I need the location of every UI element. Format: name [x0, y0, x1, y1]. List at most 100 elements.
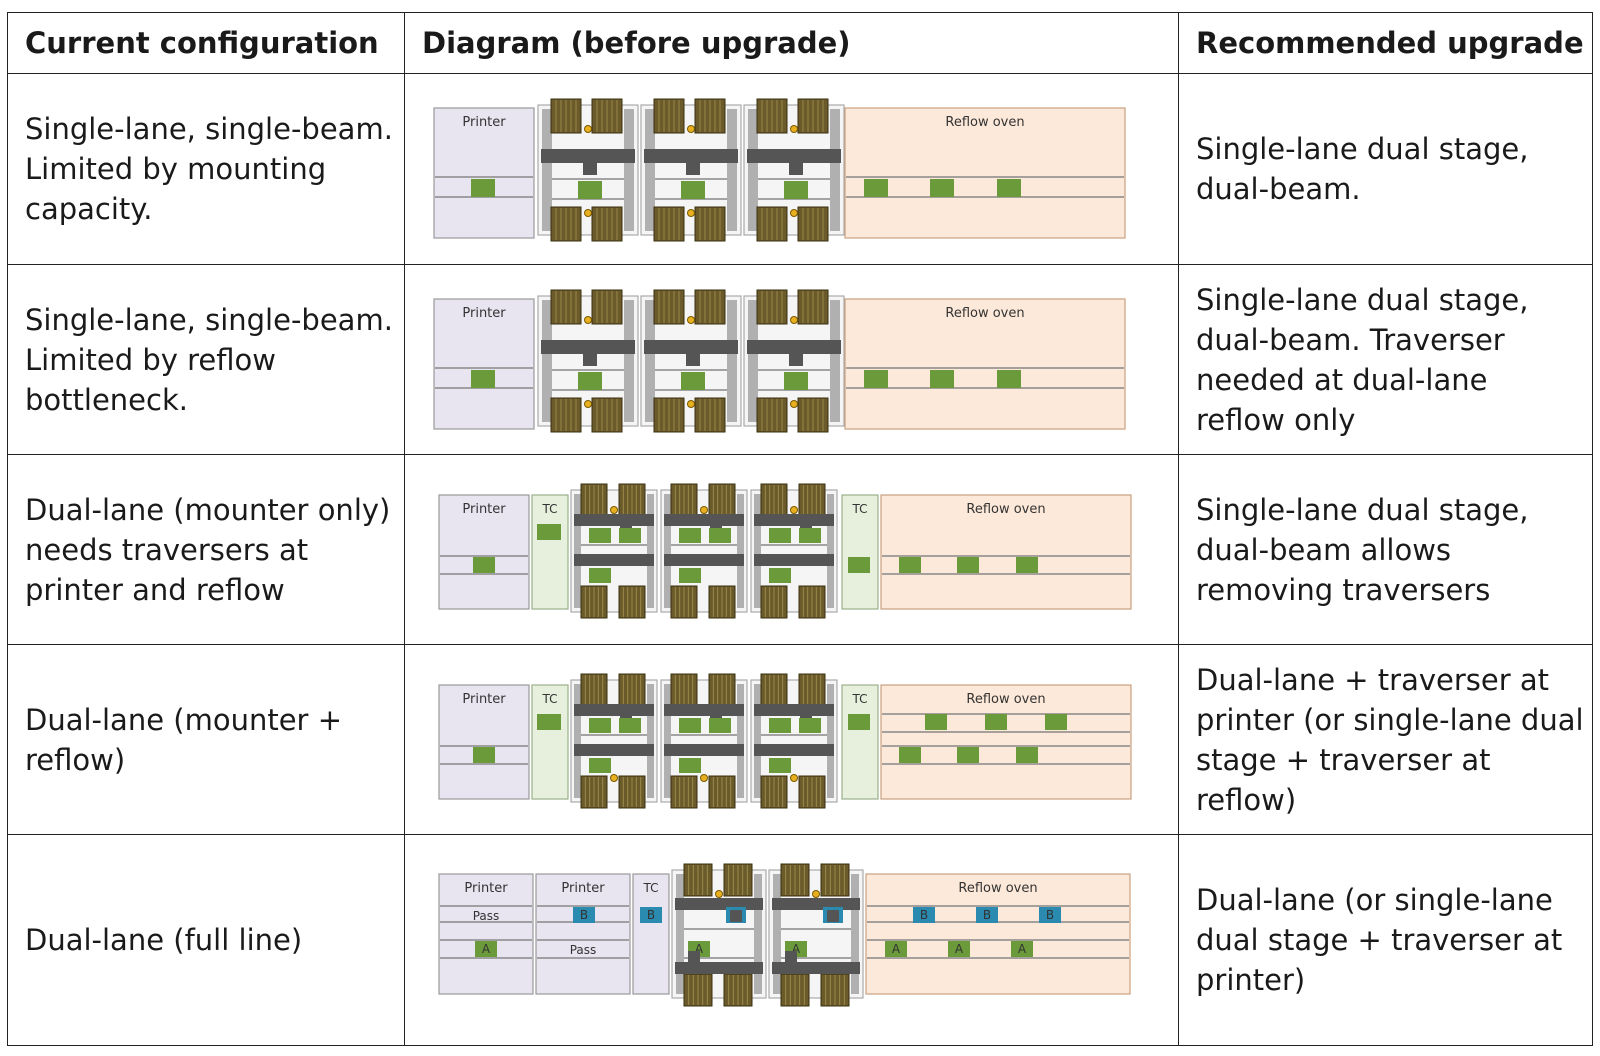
reflow-oven: [880, 493, 1132, 610]
nozzle-head: [700, 773, 708, 782]
printer-label: Printer: [462, 115, 506, 130]
nozzle-head: [584, 208, 592, 217]
printer-label: Printer: [464, 881, 508, 896]
nozzle-head: [687, 124, 695, 133]
placement-head: [789, 353, 803, 366]
pcb-board: [1011, 941, 1033, 957]
board-label: B: [1046, 908, 1054, 922]
gantry-beam: [644, 339, 738, 354]
nozzle-head: [687, 208, 695, 217]
gantry-beam: [644, 148, 738, 163]
comparison-table: Current configuration Diagram (before up…: [7, 12, 1593, 1046]
board-label: B: [647, 908, 655, 922]
gantry-beam: [574, 553, 654, 566]
pcb-board: [679, 757, 701, 773]
board-label: B: [580, 908, 588, 922]
nozzle-head: [715, 890, 723, 898]
nozzle-head: [790, 399, 798, 408]
nozzle-head: [790, 124, 798, 133]
pcb-board: [769, 757, 791, 773]
mounter-frame: [748, 108, 758, 231]
nozzle-head: [790, 315, 798, 324]
printer-unit: [438, 873, 534, 995]
nozzle-head: [790, 208, 798, 217]
nozzle-head: [700, 505, 708, 514]
gantry-beam: [772, 898, 860, 910]
nozzle-head: [610, 773, 618, 782]
traverser-label: TC: [541, 502, 557, 516]
nozzle-head: [584, 124, 592, 133]
board-label: A: [695, 942, 704, 956]
pcb-board: [864, 369, 888, 388]
pcb-board: [679, 527, 701, 543]
reflow-oven: [865, 873, 1131, 995]
recommended-upgrade-text: Dual-lane + traverser at printer (or sin…: [1196, 662, 1584, 817]
recommended-upgrade-cell: Single-lane dual stage, dual-beam.: [1179, 74, 1592, 264]
traverser-conveyor: [531, 683, 569, 800]
mounter-frame: [754, 493, 761, 608]
mounter-frame: [645, 108, 655, 231]
current-configuration-cell: Dual-lane (full line): [8, 835, 405, 1045]
pcb-board: [578, 180, 602, 199]
placement-head: [686, 353, 700, 366]
pcb-board: [589, 757, 611, 773]
traverser-conveyor: [841, 683, 879, 800]
pcb-board: [848, 713, 870, 730]
mounter-frame: [647, 493, 654, 608]
pcb-board: [573, 907, 595, 923]
printer-unit: [433, 106, 535, 239]
pcb-board: [784, 180, 808, 199]
current-configuration-cell: Dual-lane (mounter + reflow): [8, 645, 405, 834]
gantry-beam: [747, 148, 841, 163]
pcb-board: [473, 556, 495, 573]
mounter-frame: [624, 108, 634, 231]
gantry-beam: [754, 703, 834, 716]
pcb-board: [957, 746, 979, 763]
pcb-board: [619, 717, 641, 733]
printer-label: Printer: [462, 306, 506, 321]
gantry-beam: [675, 962, 763, 974]
board-label: A: [1018, 942, 1027, 956]
printer-unit: [433, 297, 535, 430]
reflow-oven: [844, 297, 1126, 430]
pcb-board: [1039, 907, 1061, 923]
nozzle-head: [687, 399, 695, 408]
pcb-board: [471, 178, 495, 197]
mounter-frame: [830, 108, 840, 231]
pcb-board: [679, 567, 701, 583]
current-configuration-text: Dual-lane (mounter only) needs traverser…: [25, 492, 391, 607]
traverser-conveyor: [632, 873, 670, 995]
nozzle-head: [812, 890, 820, 898]
header-diagram: Diagram (before upgrade): [405, 13, 1179, 73]
printer-label: Printer: [462, 692, 506, 707]
mounter-frame: [664, 683, 671, 798]
mounter-frame: [773, 874, 781, 994]
placement-head: [688, 951, 700, 963]
pcb-board: [976, 907, 998, 923]
pcb-board: [885, 941, 907, 957]
gantry-beam: [541, 148, 635, 163]
placement-head: [583, 353, 597, 366]
pcb-board: [985, 713, 1007, 730]
printer-unit: [438, 493, 530, 610]
header-recommended-upgrade: Recommended upgrade: [1196, 26, 1584, 60]
pcb-board: [1016, 746, 1038, 763]
gantry-beam: [754, 743, 834, 756]
pcb-board: [473, 746, 495, 763]
pcb-board: [913, 907, 935, 923]
mounter-frame: [737, 683, 744, 798]
placement-head: [785, 951, 797, 963]
pcb-board: [537, 523, 561, 540]
pcb-board: [589, 717, 611, 733]
current-configuration-text: Single-lane, single-beam. Limited by ref…: [25, 302, 393, 417]
board-label: A: [792, 942, 801, 956]
gantry-beam: [574, 703, 654, 716]
pcb-board: [930, 369, 954, 388]
